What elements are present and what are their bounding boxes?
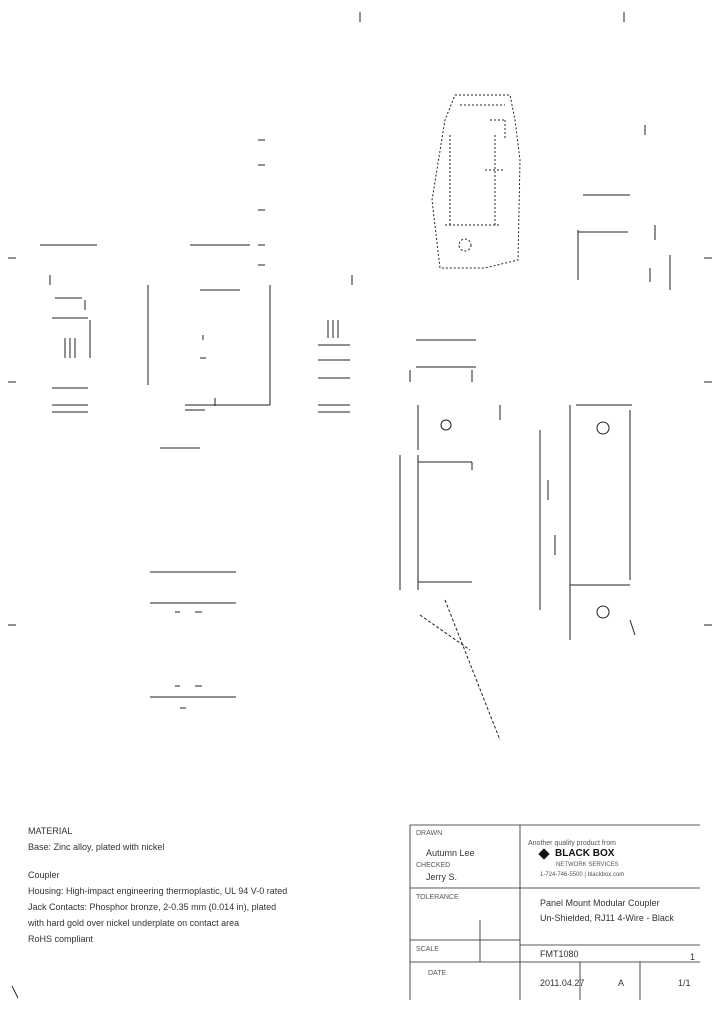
side-view-left: [40, 244, 97, 413]
panel-cutout: [150, 571, 236, 709]
notes-base: Base: Zinc alloy, plated with nickel: [28, 842, 165, 852]
date-label: DATE: [428, 970, 447, 977]
scale-label: SCALE: [416, 946, 439, 953]
drawing-date: 2011.04.27: [540, 978, 585, 988]
side-view-center: [318, 275, 353, 413]
part-number: FMT1080: [540, 949, 579, 959]
bottom-side-view: [547, 404, 636, 640]
leader-lines: [419, 599, 501, 741]
brand-name: BLACK BOX: [555, 848, 615, 859]
title-line1: Panel Mount Modular Coupler: [540, 898, 660, 908]
notes-heading: MATERIAL: [28, 826, 73, 836]
brand-intro: Another quality product from: [528, 840, 616, 847]
border-ticks: [8, 12, 712, 999]
bottom-front-view: [399, 339, 541, 610]
notes-gold: with hard gold over nickel underplate on…: [28, 918, 240, 928]
front-view: [147, 139, 271, 449]
checked-label: CHECKED: [416, 862, 451, 869]
revision: 1: [690, 952, 696, 962]
notes-rohs: RoHS compliant: [28, 934, 94, 944]
notes-coupler-heading: Coupler: [28, 870, 60, 880]
brand-sub: NETWORK SERVICES: [556, 862, 619, 868]
drawn-by: Autumn Lee: [426, 848, 475, 858]
brand-web: 1-724-746-5500 | blackbox.com: [540, 872, 625, 878]
sheet-number: 1/1: [678, 978, 691, 988]
title-line2: Un-Shielded, RJ11 4-Wire - Black: [540, 913, 674, 923]
tolerance-label: TOLERANCE: [416, 894, 459, 901]
right-dim-view: [577, 125, 671, 290]
drawn-label: DRAWN: [416, 830, 443, 837]
checked-by: Jerry S.: [426, 872, 458, 882]
title-block-frame: [409, 824, 700, 1000]
black-box-logo-icon: [538, 848, 550, 860]
notes-housing: Housing: High-impact engineering thermop…: [28, 886, 288, 896]
notes-jack-contacts: Jack Contacts: Phosphor bronze, 2-0.35 m…: [28, 902, 277, 912]
isometric-view: [431, 94, 521, 269]
sheet-size: A: [618, 978, 625, 988]
